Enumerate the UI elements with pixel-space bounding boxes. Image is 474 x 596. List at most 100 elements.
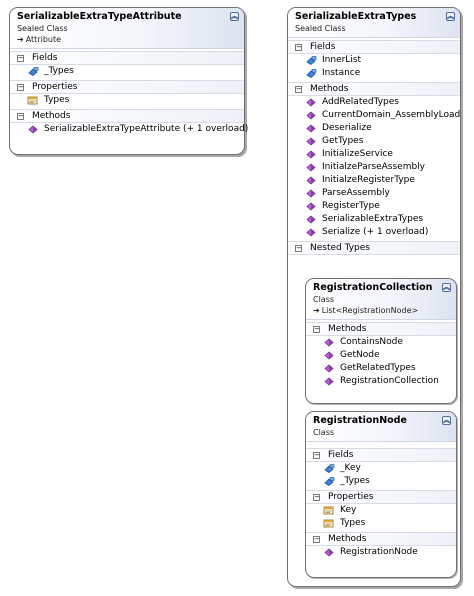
minus-toggle-icon[interactable]: −: [313, 451, 320, 459]
member-field[interactable]: _Types: [306, 475, 456, 488]
collapse-icon[interactable]: ︽: [442, 416, 451, 425]
field-icon: [324, 464, 335, 473]
member-label: _Types: [340, 476, 370, 486]
section-label: Methods: [328, 324, 367, 334]
member-method[interactable]: InitialzeRegisterType: [288, 174, 460, 187]
method-icon: [306, 124, 317, 133]
class-title: SerializableExtraTypeAttribute: [17, 11, 182, 22]
types-class-shape[interactable]: SerializableExtraTypes Sealed Class ︽ −F…: [287, 7, 461, 587]
collapse-icon[interactable]: ︽: [230, 12, 239, 21]
method-icon: [306, 228, 317, 237]
section-label: Methods: [32, 111, 71, 121]
section-label: Methods: [328, 534, 367, 544]
member-label: InitialzeParseAssembly: [322, 162, 426, 172]
section-methods[interactable]: −Methods: [306, 322, 456, 336]
member-method[interactable]: RegistrationCollection: [306, 375, 456, 388]
class-header: RegistrationNode Class ︽: [306, 412, 456, 442]
member-field[interactable]: _Key: [306, 462, 456, 475]
collapse-icon[interactable]: ︽: [446, 12, 455, 21]
member-method[interactable]: CurrentDomain_AssemblyLoad: [288, 109, 460, 122]
registration-collection-shape[interactable]: RegistrationCollection Class ➔List<Regis…: [305, 278, 457, 404]
member-label: Serialize (+ 1 overload): [322, 227, 429, 237]
minus-toggle-icon[interactable]: −: [295, 85, 302, 93]
section-fields[interactable]: −Fields: [288, 40, 460, 54]
property-icon: [27, 96, 38, 105]
minus-toggle-icon[interactable]: −: [313, 493, 320, 501]
minus-toggle-icon[interactable]: −: [17, 112, 24, 120]
class-kind: Sealed Class: [17, 24, 68, 33]
member-field[interactable]: InnerList: [288, 54, 460, 67]
minus-toggle-icon[interactable]: −: [313, 325, 320, 333]
member-label: ParseAssembly: [322, 188, 390, 198]
member-method[interactable]: GetRelatedTypes: [306, 362, 456, 375]
method-icon: [306, 189, 317, 198]
class-title: RegistrationNode: [313, 415, 407, 426]
section-properties[interactable]: −Properties: [10, 80, 244, 94]
class-header: SerializableExtraTypes Sealed Class ︽: [288, 8, 460, 38]
collapse-icon[interactable]: ︽: [442, 283, 451, 292]
inherit-arrow-icon: ➔: [313, 306, 320, 315]
member-method[interactable]: ParseAssembly: [288, 187, 460, 200]
class-kind: Class: [313, 295, 335, 304]
section-label: Properties: [32, 82, 78, 92]
member-label: Deserialize: [322, 123, 372, 133]
member-label: InitialzeRegisterType: [322, 175, 415, 185]
member-method[interactable]: GetNode: [306, 349, 456, 362]
member-method[interactable]: InitialzeParseAssembly: [288, 161, 460, 174]
base-type-label: List<RegistrationNode>: [321, 306, 419, 315]
member-method[interactable]: AddRelatedTypes: [288, 96, 460, 109]
minus-toggle-icon[interactable]: −: [313, 535, 320, 543]
member-method[interactable]: SerializableExtraTypes: [288, 213, 460, 226]
base-type: ➔Attribute: [17, 34, 240, 45]
method-icon: [324, 548, 335, 557]
member-property[interactable]: Types: [306, 517, 456, 530]
member-label: RegistrationCollection: [340, 376, 439, 386]
section-fields[interactable]: −Fields: [10, 51, 244, 65]
member-property[interactable]: Types: [10, 94, 244, 107]
method-icon: [306, 215, 317, 224]
member-label: _Types: [44, 66, 74, 76]
member-field[interactable]: _Types: [10, 65, 244, 78]
member-method[interactable]: RegistrationNode: [306, 546, 456, 559]
member-label: SerializableExtraTypes: [322, 214, 424, 224]
attribute-class-shape[interactable]: SerializableExtraTypeAttribute Sealed Cl…: [9, 7, 248, 155]
member-method[interactable]: Serialize (+ 1 overload): [288, 226, 460, 239]
class-header: RegistrationCollection Class ➔List<Regis…: [306, 279, 456, 320]
method-icon: [306, 137, 317, 146]
member-label: Types: [44, 95, 70, 105]
section-methods[interactable]: −Methods: [306, 532, 456, 546]
base-type: ➔List<RegistrationNode>: [313, 305, 452, 316]
minus-toggle-icon[interactable]: −: [295, 244, 302, 252]
section-methods[interactable]: −Methods: [288, 82, 460, 96]
member-field[interactable]: Instance: [288, 67, 460, 80]
section-label: Fields: [310, 42, 336, 52]
method-icon: [306, 111, 317, 120]
member-method[interactable]: RegisterType: [288, 200, 460, 213]
class-title: SerializableExtraTypes: [295, 11, 417, 22]
section-properties[interactable]: −Properties: [306, 490, 456, 504]
member-label: AddRelatedTypes: [322, 97, 399, 107]
member-label: InnerList: [322, 55, 362, 65]
member-label: Instance: [322, 68, 361, 78]
minus-toggle-icon[interactable]: −: [17, 83, 24, 91]
member-property[interactable]: Key: [306, 504, 456, 517]
member-label: Types: [340, 518, 366, 528]
method-icon: [324, 351, 335, 360]
member-method[interactable]: Deserialize: [288, 122, 460, 135]
minus-toggle-icon[interactable]: −: [295, 43, 302, 51]
member-method[interactable]: SerializableExtraTypeAttribute (+ 1 over…: [10, 123, 248, 136]
section-methods[interactable]: −Methods: [10, 109, 244, 123]
registration-node-shape[interactable]: RegistrationNode Class ︽ −Fields _Key_Ty…: [305, 411, 457, 578]
member-label: GetRelatedTypes: [340, 363, 416, 373]
member-method[interactable]: InitializeService: [288, 148, 460, 161]
method-icon: [306, 150, 317, 159]
section-nested-types[interactable]: −Nested Types: [288, 241, 460, 255]
property-icon: [323, 519, 334, 528]
member-label: CurrentDomain_AssemblyLoad: [322, 110, 461, 120]
member-method[interactable]: ContainsNode: [306, 336, 456, 349]
member-method[interactable]: GetTypes: [288, 135, 460, 148]
section-fields[interactable]: −Fields: [306, 448, 456, 462]
field-icon: [306, 69, 317, 78]
minus-toggle-icon[interactable]: −: [17, 54, 24, 62]
method-icon: [28, 125, 39, 134]
